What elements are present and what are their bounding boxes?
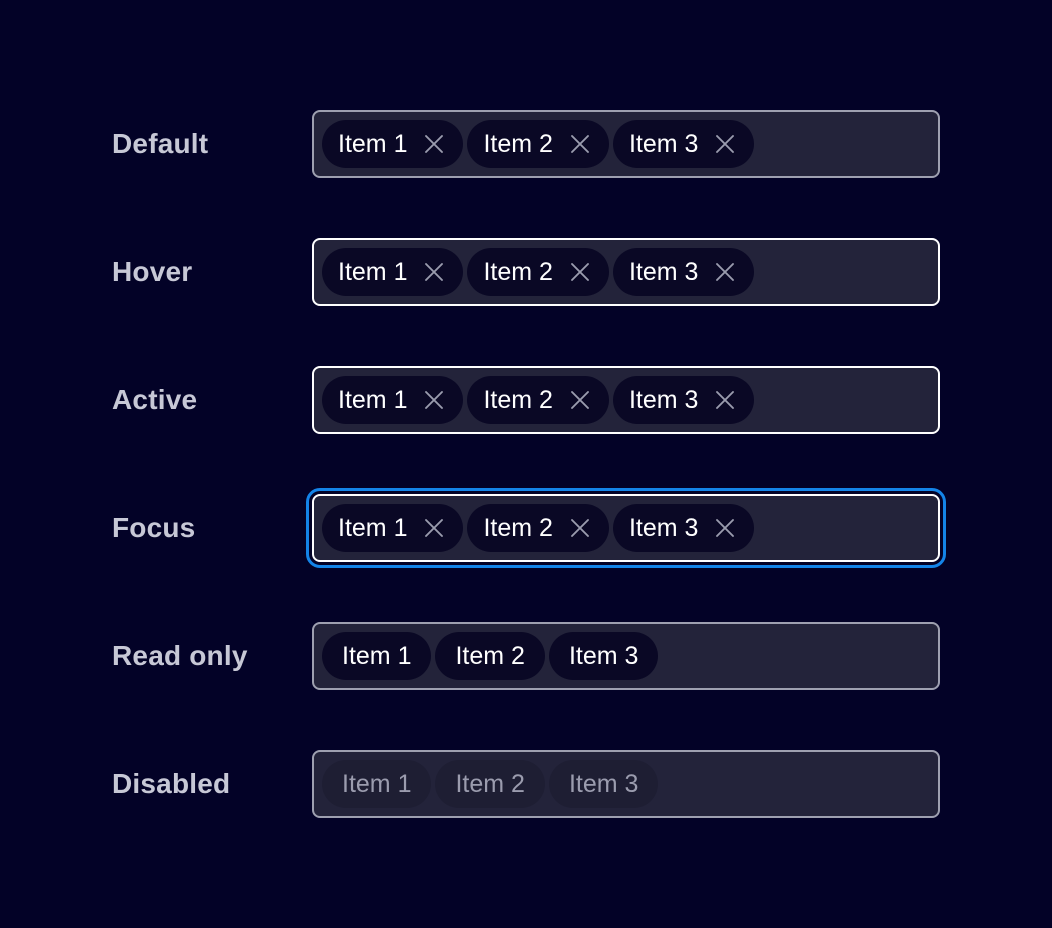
chip: Item 1 bbox=[322, 760, 432, 808]
row-label-default: Default bbox=[112, 128, 209, 159]
chip-label: Item 1 bbox=[338, 257, 408, 286]
row-label-active: Active bbox=[112, 384, 198, 415]
state-row-readonly: Read only Item 1 Item 2 Item 3 bbox=[0, 592, 1052, 720]
chip-input-active[interactable]: Item 1 Item 2 Item 3 bbox=[312, 366, 940, 434]
chip[interactable]: Item 3 bbox=[612, 376, 755, 424]
row-label-hover: Hover bbox=[112, 256, 193, 287]
chip-label: Item 1 bbox=[342, 769, 412, 798]
state-row-active: Active Item 1 Item 2 Item 3 bbox=[0, 336, 1052, 464]
chip-label: Item 1 bbox=[338, 129, 408, 158]
close-icon[interactable] bbox=[567, 515, 593, 541]
close-icon[interactable] bbox=[421, 131, 447, 157]
row-label-readonly: Read only bbox=[112, 640, 248, 671]
chip[interactable]: Item 1 bbox=[322, 632, 432, 680]
chip-label: Item 3 bbox=[628, 129, 699, 158]
close-icon[interactable] bbox=[712, 131, 738, 157]
chip-label: Item 2 bbox=[483, 257, 553, 286]
chip[interactable]: Item 3 bbox=[548, 632, 659, 680]
close-icon[interactable] bbox=[712, 387, 738, 413]
close-icon[interactable] bbox=[567, 387, 593, 413]
chip-label: Item 3 bbox=[568, 769, 639, 798]
state-row-hover: Hover Item 1 Item 2 Item 3 bbox=[0, 208, 1052, 336]
row-label-disabled: Disabled bbox=[112, 768, 231, 799]
chip-input-default[interactable]: Item 1 Item 2 Item 3 bbox=[312, 110, 940, 178]
row-label-focus: Focus bbox=[112, 512, 196, 543]
chip[interactable]: Item 3 bbox=[612, 248, 755, 296]
chip-label: Item 3 bbox=[628, 385, 699, 414]
state-row-focus: Focus Item 1 Item 2 Item 3 bbox=[0, 464, 1052, 592]
chip[interactable]: Item 1 bbox=[322, 120, 464, 168]
close-icon[interactable] bbox=[567, 131, 593, 157]
chip-label: Item 2 bbox=[455, 641, 525, 670]
chip-label: Item 3 bbox=[628, 257, 699, 286]
chip[interactable]: Item 1 bbox=[322, 376, 464, 424]
state-row-disabled: Disabled Item 1 Item 2 Item 3 bbox=[0, 720, 1052, 848]
chip-label: Item 1 bbox=[342, 641, 412, 670]
close-icon[interactable] bbox=[421, 387, 447, 413]
chip-input-focus[interactable]: Item 1 Item 2 Item 3 bbox=[306, 488, 946, 568]
chip[interactable]: Item 3 bbox=[612, 120, 755, 168]
chip-label: Item 2 bbox=[483, 385, 553, 414]
close-icon[interactable] bbox=[712, 259, 738, 285]
chip-label: Item 2 bbox=[483, 129, 553, 158]
chip-label: Item 3 bbox=[568, 641, 639, 670]
close-icon[interactable] bbox=[421, 515, 447, 541]
chip-input-readonly[interactable]: Item 1 Item 2 Item 3 bbox=[312, 622, 940, 690]
chip[interactable]: Item 2 bbox=[467, 120, 609, 168]
chip-label: Item 1 bbox=[338, 385, 408, 414]
chip-label: Item 3 bbox=[628, 513, 699, 542]
chip[interactable]: Item 1 bbox=[322, 248, 464, 296]
close-icon[interactable] bbox=[567, 259, 593, 285]
close-icon[interactable] bbox=[712, 515, 738, 541]
chip: Item 3 bbox=[548, 760, 659, 808]
chip[interactable]: Item 3 bbox=[612, 504, 755, 552]
chip-label: Item 1 bbox=[338, 513, 408, 542]
state-row-default: Default Item 1 Item 2 Item 3 bbox=[0, 80, 1052, 208]
chip[interactable]: Item 2 bbox=[467, 504, 609, 552]
close-icon[interactable] bbox=[421, 259, 447, 285]
chip-input-disabled: Item 1 Item 2 Item 3 bbox=[312, 750, 940, 818]
chip[interactable]: Item 2 bbox=[467, 376, 609, 424]
chip-label: Item 2 bbox=[483, 513, 553, 542]
chip[interactable]: Item 2 bbox=[467, 248, 609, 296]
chip: Item 2 bbox=[435, 760, 545, 808]
chip-label: Item 2 bbox=[455, 769, 525, 798]
chip[interactable]: Item 1 bbox=[322, 504, 464, 552]
chip-input-hover[interactable]: Item 1 Item 2 Item 3 bbox=[312, 238, 940, 306]
chip[interactable]: Item 2 bbox=[435, 632, 545, 680]
